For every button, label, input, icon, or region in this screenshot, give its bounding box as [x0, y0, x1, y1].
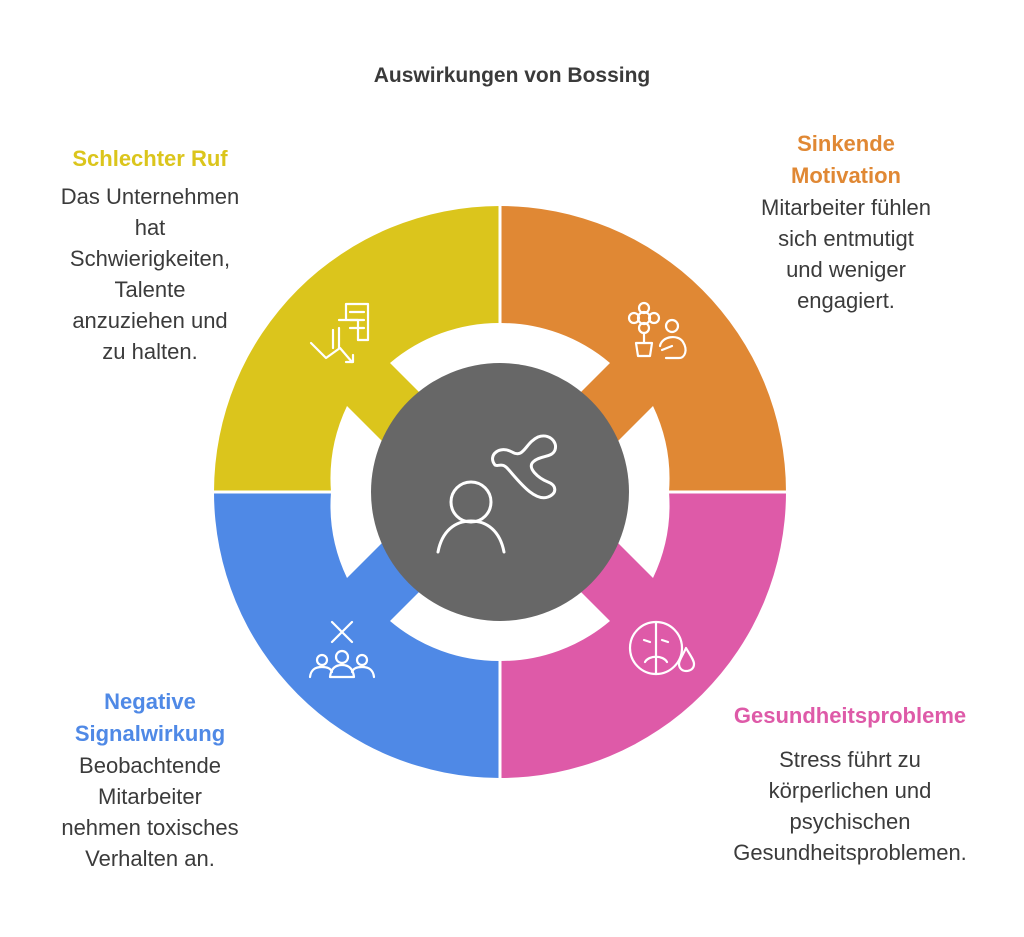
- description-schlechter-ruf: Das Unternehmen hat Schwierigkeiten, Tal…: [30, 181, 270, 367]
- sad-face-tear-icon: [628, 620, 696, 676]
- description-line: hat: [134, 215, 166, 240]
- heading-negative-signalwirkung: Negative Signalwirkung: [30, 686, 270, 750]
- description-line: Stress führt zu: [779, 747, 921, 772]
- description-line: Talente: [114, 277, 186, 302]
- description-line: anzuziehen und: [72, 308, 228, 333]
- description-line: Schwierigkeiten,: [69, 246, 231, 271]
- segment-sinkende-motivation: [500, 206, 786, 492]
- heading-schlechter-ruf: Schlechter Ruf: [72, 146, 228, 171]
- description-line: Mitarbeiter fühlen: [761, 195, 931, 220]
- person-stress-icon: [436, 434, 558, 554]
- segment-negative-signalwirkung: [214, 492, 500, 778]
- segment-schlechter-ruf: [214, 206, 500, 492]
- block-schlechter-ruf: Schlechter Ruf Das Unternehmen hat Schwi…: [30, 143, 270, 367]
- description-line: nehmen toxisches: [61, 815, 239, 840]
- description-line: zu halten.: [102, 339, 198, 364]
- block-sinkende-motivation: Sinkende Motivation Mitarbeiter fühlen s…: [726, 128, 966, 316]
- description-line: engagiert.: [797, 288, 895, 313]
- group-cross-icon: [308, 620, 376, 679]
- description-line: Mitarbeiter: [98, 784, 202, 809]
- segment-separators: [208, 200, 792, 784]
- heading-line: Motivation: [791, 163, 901, 188]
- description-line: Verhalten an.: [85, 846, 215, 871]
- diagram-title: Auswirkungen von Bossing: [373, 64, 651, 87]
- description-line: körperlichen und: [768, 778, 932, 803]
- description-line: Das Unternehmen: [60, 184, 240, 209]
- declining-building-icon: [309, 302, 370, 364]
- block-negative-signalwirkung: Negative Signalwirkung Beobachtende Mita…: [30, 686, 270, 874]
- description-gesundheitsprobleme: Stress führt zu körperlichen und psychis…: [700, 744, 1000, 868]
- description-negative-signalwirkung: Beobachtende Mitarbeiter nehmen toxische…: [30, 750, 270, 874]
- heading-line: Sinkende: [797, 131, 895, 156]
- description-line: psychischen: [789, 809, 911, 834]
- block-gesundheitsprobleme: Gesundheitsprobleme Stress führt zu körp…: [700, 700, 1000, 868]
- heading-line: Negative: [104, 689, 196, 714]
- description-line: sich entmutigt: [778, 226, 914, 251]
- center-circle: [371, 363, 629, 621]
- heading-line: Signalwirkung: [74, 721, 226, 746]
- description-line: Beobachtende: [79, 753, 221, 778]
- segment-gesundheitsprobleme: [500, 492, 786, 778]
- heading-sinkende-motivation: Sinkende Motivation: [726, 128, 966, 192]
- wilting-flower-person-icon: [627, 301, 687, 360]
- description-sinkende-motivation: Mitarbeiter fühlen sich entmutigt und we…: [726, 192, 966, 316]
- heading-gesundheitsprobleme: Gesundheitsprobleme: [733, 703, 967, 728]
- description-line: und weniger: [786, 257, 906, 282]
- description-line: Gesundheitsproblemen.: [733, 840, 967, 865]
